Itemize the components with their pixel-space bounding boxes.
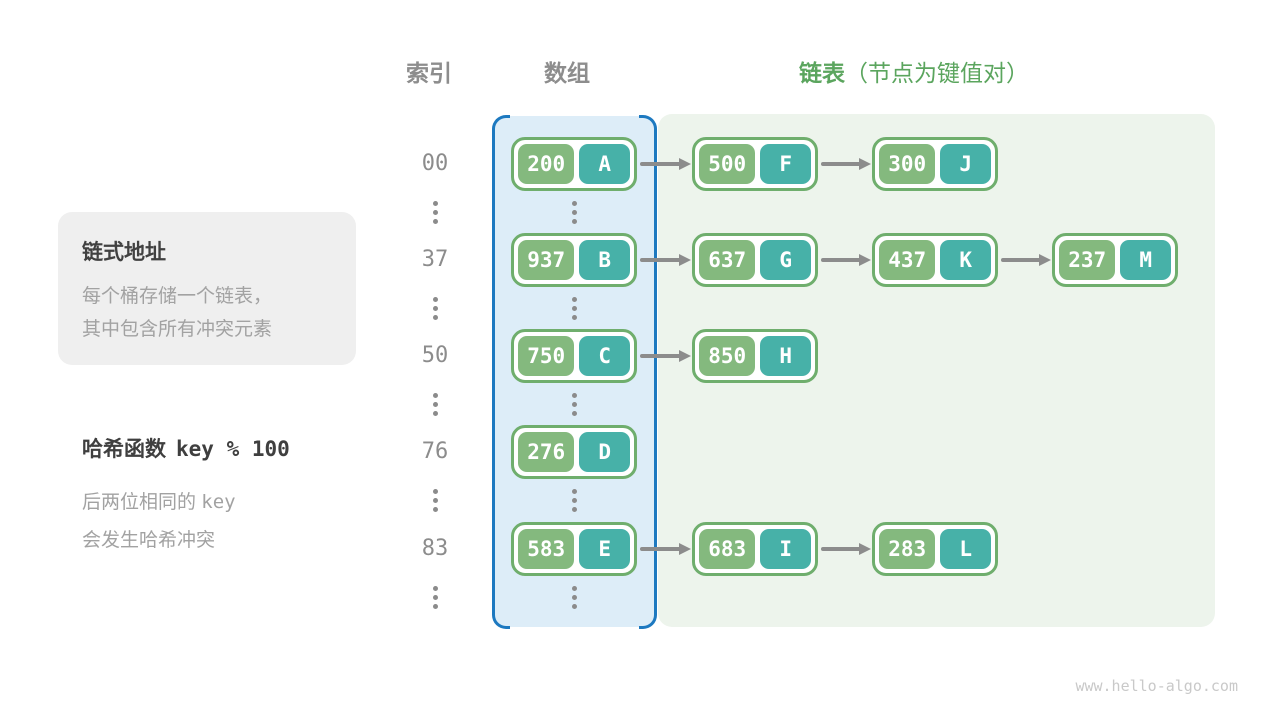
hash-function-code: key % 100: [176, 437, 290, 461]
arrow-head-icon: [859, 253, 871, 266]
arrow: [640, 547, 681, 551]
value-pill: M: [1120, 240, 1171, 280]
value-pill: B: [579, 240, 630, 280]
arrow-head-icon: [679, 157, 691, 170]
array-ellipsis: [569, 489, 579, 512]
arrow: [640, 258, 681, 262]
chaining-note-box: 链式地址 每个桶存储一个链表， 其中包含所有冲突元素: [58, 212, 356, 365]
index-ellipsis: [430, 297, 440, 320]
key-pill: 500: [699, 144, 756, 184]
watermark: www.hello-algo.com: [1075, 677, 1238, 695]
arrow: [821, 547, 861, 551]
array-right-bracket: [639, 115, 657, 629]
key-pill: 683: [699, 529, 756, 569]
hash-function-line-1: 后两位相同的 key: [82, 491, 236, 513]
index-label: 83: [421, 536, 449, 561]
key-pill: 637: [699, 240, 756, 280]
key-pill: 283: [879, 529, 936, 569]
array-ellipsis: [569, 201, 579, 224]
array-left-bracket: [492, 115, 510, 629]
value-pill: F: [760, 144, 811, 184]
key-pill: 276: [518, 432, 575, 472]
key-pill: 300: [879, 144, 936, 184]
value-pill: J: [940, 144, 991, 184]
key-pill: 237: [1059, 240, 1116, 280]
arrow: [640, 162, 681, 166]
key-pill: 583: [518, 529, 575, 569]
column-header-linked-list: 链表（节点为键值对）: [799, 54, 1029, 88]
hash-function-line-2: 会发生哈希冲突: [82, 530, 216, 551]
arrow-head-icon: [859, 157, 871, 170]
index-ellipsis: [430, 393, 440, 416]
index-label: 00: [421, 151, 449, 176]
index-label: 76: [421, 439, 449, 464]
note-box-line-1: 每个桶存储一个链表，: [82, 286, 273, 307]
key-pill: 937: [518, 240, 575, 280]
index-ellipsis: [430, 201, 440, 224]
key-pill: 850: [699, 336, 756, 376]
arrow-head-icon: [859, 542, 871, 555]
arrow-head-icon: [679, 542, 691, 555]
note-box-line-2: 其中包含所有冲突元素: [82, 319, 273, 340]
array-ellipsis: [569, 586, 579, 609]
index-label: 37: [421, 247, 449, 272]
value-pill: I: [760, 529, 811, 569]
column-header-index: 索引: [406, 60, 452, 86]
key-pill: 437: [879, 240, 936, 280]
index-ellipsis: [430, 489, 440, 512]
index-ellipsis: [430, 586, 440, 609]
value-pill: A: [579, 144, 630, 184]
arrow: [821, 258, 861, 262]
arrow-head-icon: [679, 349, 691, 362]
column-header-array: 数组: [544, 60, 590, 86]
index-label: 50: [421, 343, 449, 368]
linked-list-label: 链表: [799, 60, 845, 86]
value-pill: E: [579, 529, 630, 569]
key-pill: 200: [518, 144, 575, 184]
value-pill: L: [940, 529, 991, 569]
value-pill: H: [760, 336, 811, 376]
key-pill: 750: [518, 336, 575, 376]
array-ellipsis: [569, 393, 579, 416]
array-ellipsis: [569, 297, 579, 320]
value-pill: G: [760, 240, 811, 280]
arrow-head-icon: [679, 253, 691, 266]
arrow: [640, 354, 681, 358]
arrow: [821, 162, 861, 166]
value-pill: C: [579, 336, 630, 376]
arrow: [1001, 258, 1041, 262]
value-pill: K: [940, 240, 991, 280]
arrow-head-icon: [1039, 253, 1051, 266]
note-box-title: 链式地址: [82, 241, 166, 264]
value-pill: D: [579, 432, 630, 472]
linked-list-note: （节点为键值对）: [845, 60, 1029, 86]
